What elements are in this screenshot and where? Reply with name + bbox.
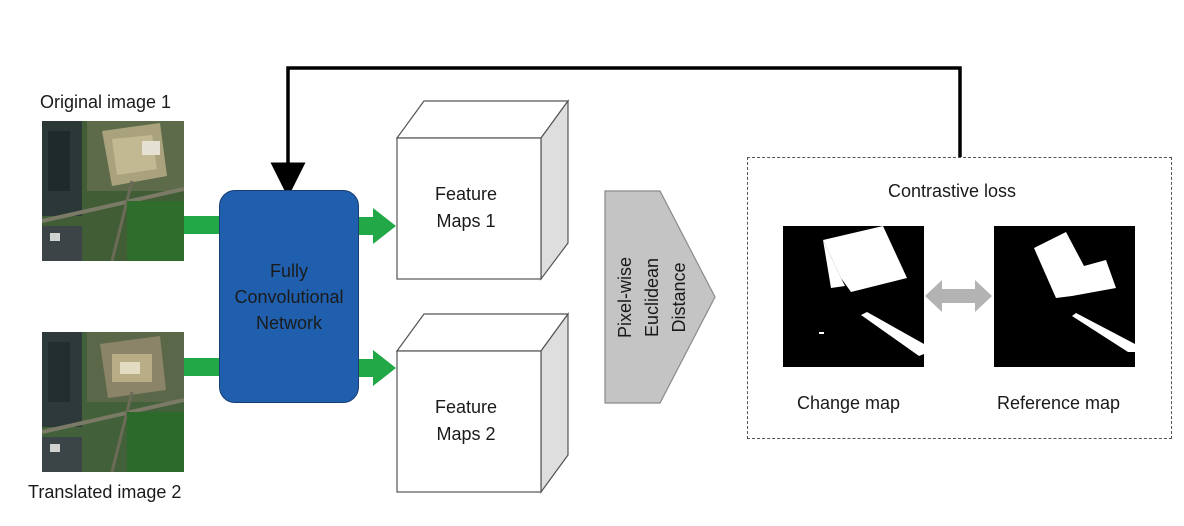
contrastive-loss-box	[747, 157, 1172, 439]
distance-block	[604, 190, 716, 404]
contrastive-loss-title: Contrastive loss	[888, 181, 1017, 201]
original-image-label: Original image 1	[40, 92, 172, 112]
input-arrow-2	[184, 358, 220, 376]
input-arrow-1	[184, 216, 220, 234]
reference-map-image	[994, 226, 1135, 367]
feature-maps-1-line2: Maps 1	[436, 211, 496, 231]
distance-line3: Distance	[669, 262, 689, 333]
compare-double-arrow	[925, 280, 992, 312]
reference-map-label: Reference map	[997, 393, 1121, 413]
feature-map-2-cube	[395, 312, 570, 494]
output-arrow-1	[359, 208, 396, 244]
feature-maps-1-label: Feature Maps 1	[396, 181, 536, 235]
feature-maps-1-line1: Feature	[434, 184, 498, 204]
distance-line1: Pixel-wise	[615, 256, 635, 339]
fully-convolutional-network-block: Fully Convolutional Network	[219, 190, 359, 403]
translated-image-label: Translated image 2	[28, 482, 182, 502]
output-arrow-2	[359, 350, 396, 386]
distance-line2: Euclidean	[642, 257, 662, 338]
fcn-label-line3: Network	[255, 312, 322, 333]
feature-map-1-cube	[395, 99, 570, 281]
distance-label: Pixel-wise Euclidean Distance	[612, 207, 702, 388]
fcn-label-line2: Convolutional	[234, 286, 344, 307]
feature-maps-2-line2: Maps 2	[436, 424, 496, 444]
translated-satellite-image	[42, 332, 184, 472]
change-map-image	[783, 226, 924, 367]
feature-maps-2-line1: Feature	[434, 397, 498, 417]
feature-maps-2-label: Feature Maps 2	[396, 394, 536, 448]
original-satellite-image	[42, 121, 184, 261]
fcn-label-line1: Fully	[269, 260, 308, 281]
change-map-label: Change map	[797, 393, 901, 413]
